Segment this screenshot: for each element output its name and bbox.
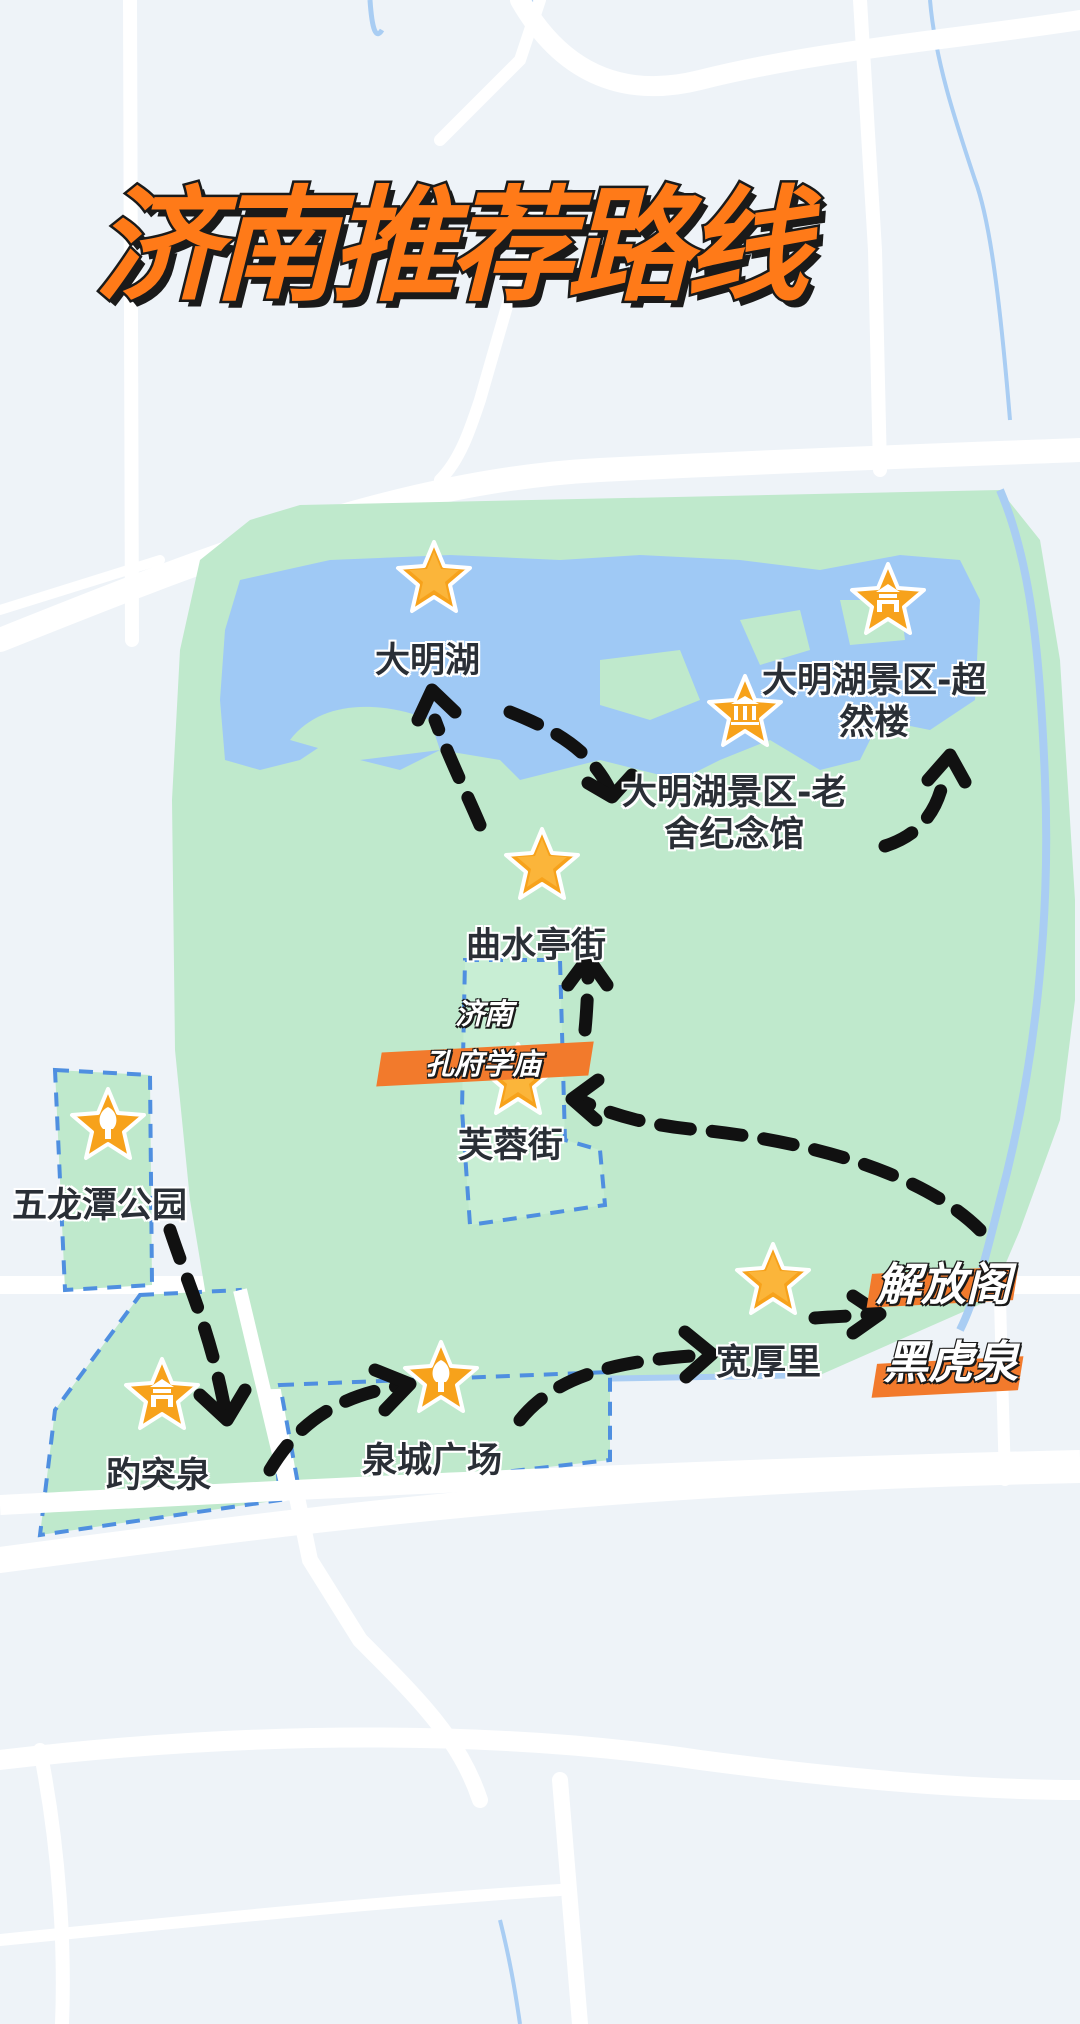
star-icon: [735, 1242, 811, 1315]
poi-chaoranlou[interactable]: [847, 560, 929, 642]
poi-quanchengguangchang[interactable]: [400, 1338, 482, 1420]
poi-label-laoshe-line2: 舍纪念馆: [664, 815, 805, 855]
poi-label-qushuiting: 曲水亭街: [466, 926, 607, 966]
recommended-route: [163, 705, 987, 1477]
stream: [928, 0, 1012, 421]
arrowhead: [561, 951, 614, 992]
poi-label-kuanhouli: 宽厚里: [716, 1343, 822, 1383]
arrowhead: [193, 1383, 252, 1427]
poi-laoshe[interactable]: [704, 672, 786, 754]
arrowhead: [846, 1289, 887, 1340]
arrowhead: [921, 748, 972, 789]
route-segment: [263, 1378, 412, 1477]
poi-label-baotuquan: 趵突泉: [106, 1456, 212, 1496]
poi-label-daminghu: 大明湖: [375, 641, 481, 681]
poi-label-wulongtan: 五龙潭公园: [12, 1186, 188, 1226]
star-icon: [396, 540, 472, 613]
page-title: 济南推荐路线: [93, 175, 812, 319]
lake-shore: [290, 706, 440, 760]
poi-label-chaoranlou: 大明湖景区-超 然楼: [762, 660, 987, 744]
poi-label-chaoranlou-line2: 然楼: [839, 703, 910, 743]
route-segment: [878, 763, 952, 853]
poi-daminghu[interactable]: [393, 538, 475, 620]
pagoda-icon: [850, 562, 926, 635]
route-segment: [578, 963, 595, 1037]
poi-label-quanchengguangchang: 泉城广场: [362, 1441, 503, 1481]
lake-island: [600, 650, 700, 720]
poi-label-laoshe: 大明湖景区-老 舍纪念馆: [622, 772, 847, 856]
tag-jinan: 济南: [455, 997, 514, 1031]
poi-label-furongjie: 芙蓉街: [458, 1126, 564, 1166]
pagoda-icon: [124, 1357, 200, 1430]
route-segment: [503, 705, 617, 797]
arrowhead: [368, 1363, 417, 1417]
arrowhead: [411, 683, 462, 727]
road: [0, 1450, 1080, 1515]
poi-kuanhouli[interactable]: [732, 1240, 814, 1322]
tag-jiefangge: 解放阁: [876, 1258, 1012, 1311]
poi-label-laoshe-line1: 大明湖景区-老: [622, 773, 847, 813]
arrowhead: [565, 1073, 605, 1127]
poi-qushuiting[interactable]: [501, 825, 583, 907]
tree-icon: [403, 1340, 479, 1413]
star-icon: [504, 827, 580, 900]
route-segment: [163, 1223, 232, 1417]
tag-kongfu: 孔府学庙: [425, 1047, 542, 1081]
arrowhead: [678, 1325, 719, 1384]
lake-island: [740, 610, 810, 665]
poi-wulongtan[interactable]: [67, 1085, 149, 1167]
route-segment: [513, 1348, 712, 1427]
route-arrowheads: [193, 683, 972, 1427]
route-segment: [573, 1093, 987, 1237]
poi-baotuquan[interactable]: [121, 1355, 203, 1437]
route-segment: [428, 713, 487, 832]
tree-icon: [70, 1087, 146, 1160]
road: [233, 1288, 297, 1502]
poi-label-chaoranlou-line1: 大明湖景区-超: [762, 661, 987, 701]
moat: [956, 488, 1051, 1332]
tag-heihuquan: 黑虎泉: [883, 1336, 1019, 1389]
museum-icon: [707, 674, 783, 747]
stream: [498, 1919, 522, 2024]
arrowhead: [581, 768, 639, 804]
